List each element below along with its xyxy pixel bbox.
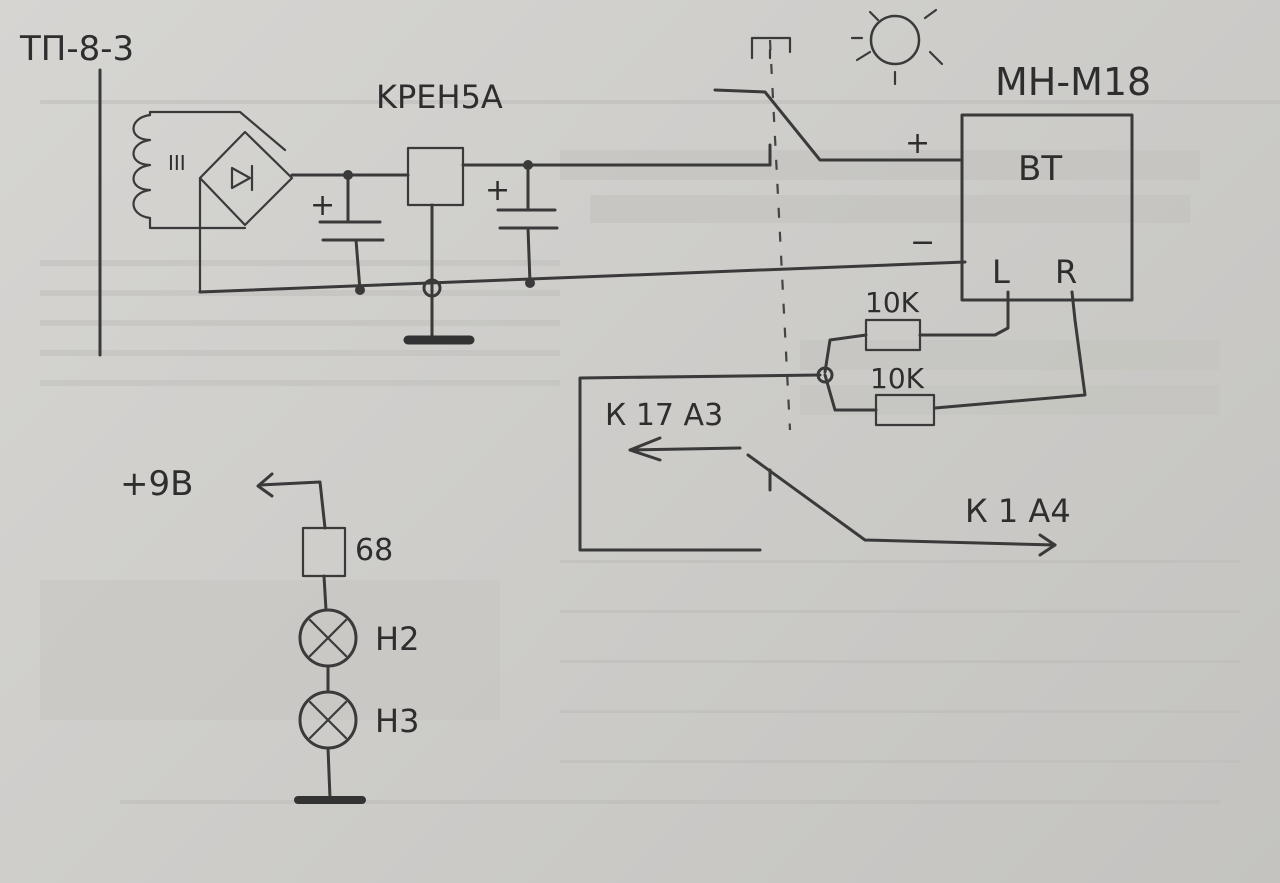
output-a4-label: К 1 А4 (965, 492, 1071, 530)
resistor-network (578, 290, 1087, 552)
lamp-circuit (256, 472, 366, 804)
lamp-icon (298, 690, 358, 750)
transformer (98, 68, 287, 357)
lamp-2-label: H3 (375, 702, 419, 740)
cap-plus-2: + (485, 173, 510, 208)
pin-l-label: L (992, 253, 1010, 291)
output-a3-label: К 17 А3 (605, 398, 723, 433)
sun-icon (850, 8, 944, 86)
winding-mark: III (168, 151, 186, 175)
sensor-module (960, 113, 1134, 302)
transformer-label: ТП-8-3 (19, 29, 134, 69)
regulator (406, 146, 465, 340)
resistor-1-label: 10K (865, 286, 920, 319)
pin-minus-label: − (910, 225, 935, 260)
resistor-2-label: 10K (870, 362, 925, 395)
lamp-resistor-label: 68 (355, 533, 393, 568)
output-switch (628, 436, 1057, 557)
supply-label: +9В (120, 464, 193, 504)
cap-plus-1: + (310, 188, 335, 223)
pin-plus-label: + (905, 126, 930, 161)
regulator-label: KPEH5A (376, 78, 503, 116)
ground-rail (198, 260, 967, 298)
diode-bridge-icon (198, 130, 294, 294)
sensor-label: MH-M18 (995, 60, 1151, 104)
switch-icon (713, 36, 962, 431)
lamp-1-label: H2 (375, 620, 419, 658)
pin-r-label: R (1055, 253, 1077, 291)
sensor-block-label: BT (1018, 149, 1062, 189)
capacitor-2 (496, 163, 559, 285)
capacitor-1 (318, 173, 385, 292)
transformer-coil-icon (132, 113, 152, 220)
